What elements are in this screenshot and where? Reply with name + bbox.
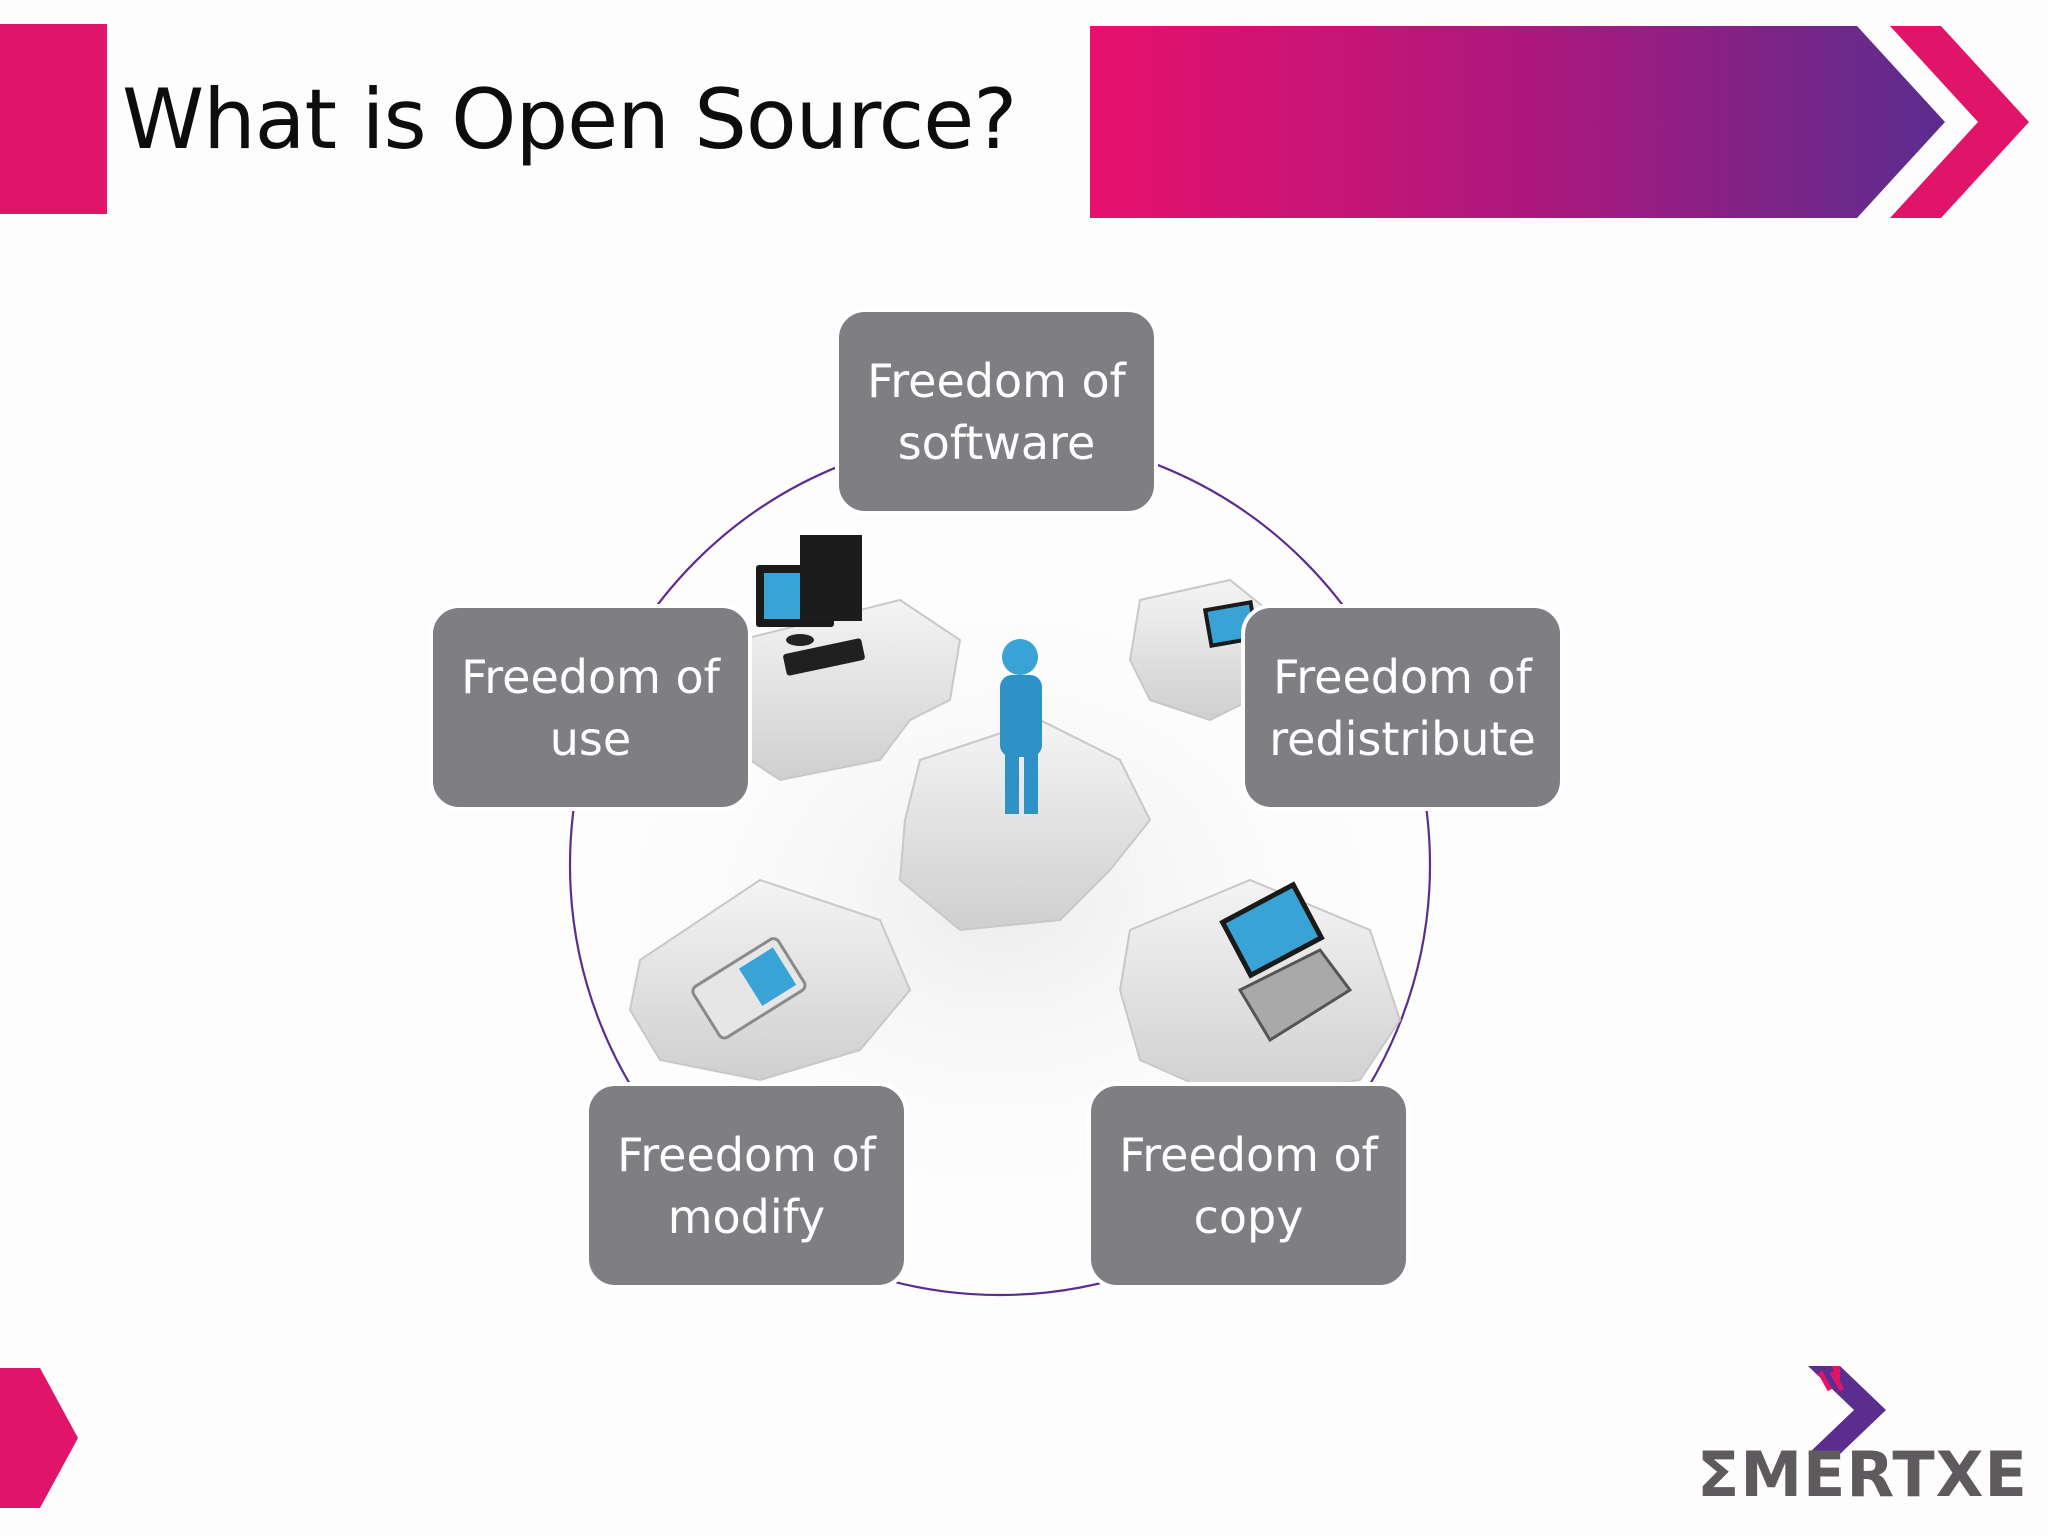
desktop-computer-icon: [756, 535, 865, 676]
node-freedom-of-copy: Freedom of copy: [1087, 1082, 1410, 1289]
node-line-1: Freedom of: [867, 353, 1126, 408]
brand-logo-mark: [1808, 1366, 1886, 1454]
node-freedom-of-use: Freedom of use: [429, 604, 752, 811]
node-line-1: Freedom of: [1273, 649, 1532, 704]
laptop-piece-bottom: [1118, 878, 1402, 1102]
title-accent-bar: [0, 24, 107, 214]
node-freedom-of-modify: Freedom of modify: [585, 1082, 908, 1289]
laptop-icon-bottom: [1219, 881, 1353, 1043]
node-line-1: Freedom of: [1119, 1127, 1378, 1182]
mobile-phone-icon: [691, 937, 807, 1040]
person-icon: [1000, 639, 1042, 814]
node-line-1: Freedom of: [461, 649, 720, 704]
center-piece: [898, 639, 1152, 932]
node-freedom-of-redistribute: Freedom of redistribute: [1241, 604, 1564, 811]
node-line-2: use: [549, 711, 632, 766]
slide-title: What is Open Source?: [122, 71, 1017, 168]
node-line-1: Freedom of: [617, 1127, 876, 1182]
node-line-2: modify: [667, 1189, 826, 1244]
brand-wordmark: ƩMERTXE: [1697, 1438, 2028, 1511]
chevron-arrow-icon: [1808, 1366, 1886, 1454]
footer-arrow-icon: [0, 1368, 78, 1508]
banner-chevron-icon: [1890, 26, 2029, 218]
node-line-2: copy: [1193, 1189, 1304, 1244]
banner-shape: [1090, 26, 1945, 218]
header-banner: [1090, 26, 2029, 218]
node-freedom-of-software: Freedom of software: [835, 308, 1158, 515]
node-line-2: software: [897, 415, 1096, 470]
node-line-2: redistribute: [1269, 711, 1536, 766]
phone-piece: [628, 878, 912, 1082]
